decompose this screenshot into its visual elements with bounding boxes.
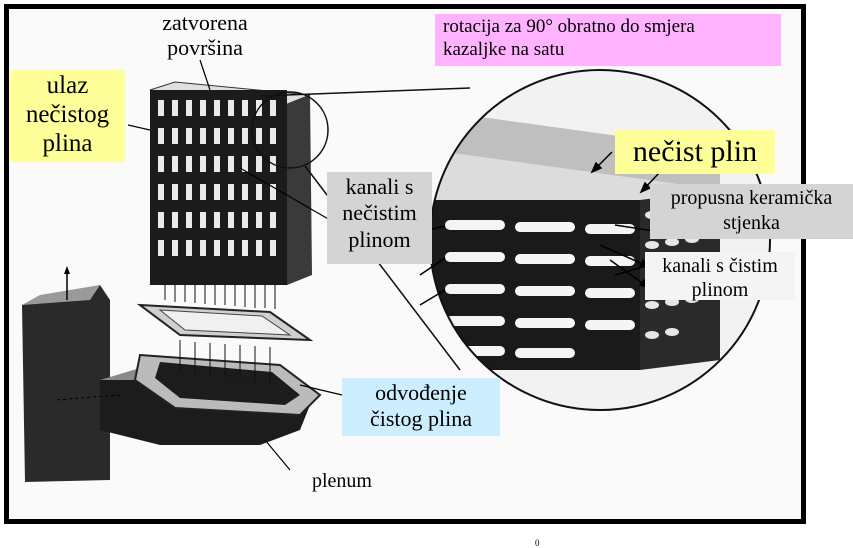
footer-mark: 0 — [535, 538, 540, 548]
footer-mark-text: 0 — [535, 538, 540, 548]
ceramic-monolith — [149, 81, 312, 285]
magnified-view — [430, 70, 770, 410]
label-dirty-channels-line1: kanali s — [345, 174, 414, 199]
label-dirty-gas: nečist plin — [615, 130, 775, 174]
label-ceramic-wall-line2: stjenka — [723, 212, 780, 234]
label-closed-surface-line2: površina — [167, 35, 243, 61]
label-clean-channels-line2: plinom — [691, 279, 749, 301]
label-plenum: plenum — [312, 470, 372, 493]
label-inlet-line1: ulaz — [46, 72, 89, 99]
label-dirty-channels-line2: nečistim — [342, 200, 417, 226]
label-dirty-gas-text: nečist plin — [632, 135, 758, 168]
label-dirty-channels: kanali s nečistim plinom — [327, 172, 432, 264]
sealing-frame — [136, 303, 314, 342]
plenum-body — [54, 353, 322, 445]
label-clean-channels-line1: kanali s čistim — [662, 255, 778, 277]
label-outlet: odvođenje čistog plina — [342, 378, 500, 436]
label-inlet-line3: plina — [42, 129, 93, 157]
label-rotation-line1: rotacija za 90° obratno do smjera — [443, 16, 695, 37]
label-plenum-text: plenum — [312, 470, 372, 492]
label-outlet-line1: odvođenje — [375, 380, 467, 405]
label-clean-channels: kanali s čistim plinom — [645, 252, 795, 301]
label-dirty-channels-line3: plinom — [348, 226, 411, 252]
label-closed-surface-line1: zatvorena — [162, 10, 248, 35]
left-housing-wall — [22, 266, 110, 482]
label-inlet-line2: nečistog — [25, 100, 110, 128]
label-rotation-line2: kazaljke na satu — [443, 38, 565, 60]
leader-lines — [127, 59, 343, 471]
label-rotation: rotacija za 90° obratno do smjera kazalj… — [435, 14, 781, 66]
label-outlet-line2: čistog plina — [369, 406, 473, 432]
label-closed-surface: zatvorena površina — [150, 10, 260, 61]
label-ceramic-wall-line1: propusna keramička — [670, 187, 833, 209]
label-ceramic-wall: propusna keramička stjenka — [650, 184, 853, 239]
label-inlet: ulaz nečistog plina — [10, 70, 125, 162]
